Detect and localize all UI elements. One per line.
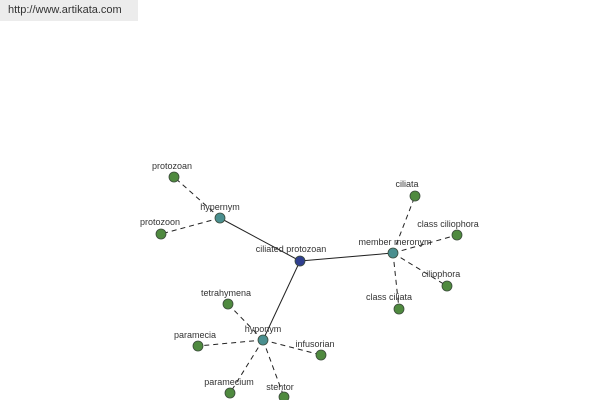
label-paramecia[interactable]: paramecia (174, 330, 216, 340)
edge-root-member-meronym (299, 252, 394, 262)
edge-meronym-class-ciliophora (392, 234, 458, 254)
label-hyponym[interactable]: hyponym (245, 324, 282, 334)
label-stentor[interactable]: stentor (266, 382, 294, 392)
url-bar: http://www.artikata.com (0, 0, 138, 21)
edge-root-hyponym (262, 260, 301, 341)
edge-hypernym-protozoan (173, 176, 221, 219)
edge-meronym-class-ciliata (392, 252, 400, 310)
edge-hypernym-protozoon (160, 217, 221, 235)
label-infusorian[interactable]: infusorian (295, 339, 334, 349)
label-hypernym[interactable]: hypernym (200, 202, 240, 212)
node-tetrahymena[interactable] (222, 298, 234, 310)
label-ciliated-protozoan[interactable]: ciliated protozoan (256, 244, 327, 254)
edge-hyponym-stentor (262, 339, 285, 398)
label-tetrahymena[interactable]: tetrahymena (201, 288, 251, 298)
label-paramecium[interactable]: paramecium (204, 377, 254, 387)
edge-meronym-ciliophora (392, 252, 448, 287)
label-class-ciliophora[interactable]: class ciliophora (417, 219, 479, 229)
edge-hyponym-tetrahymena (227, 303, 264, 341)
edge-hyponym-paramecium (229, 339, 264, 394)
node-member-meronym[interactable] (387, 247, 399, 259)
label-protozoon[interactable]: protozoon (140, 217, 180, 227)
site-url-link[interactable]: http://www.artikata.com (8, 4, 122, 16)
label-ciliata[interactable]: ciliata (395, 179, 418, 189)
node-stentor[interactable] (278, 391, 290, 400)
node-class-ciliophora[interactable] (451, 229, 463, 241)
node-paramecia[interactable] (192, 340, 204, 352)
edge-hyponym-infusorian (262, 339, 322, 356)
node-ciliophora[interactable] (441, 280, 453, 292)
node-ciliata[interactable] (409, 190, 421, 202)
edge-root-hypernym (219, 217, 301, 262)
node-hypernym[interactable] (214, 212, 226, 224)
node-ciliated-protozoan[interactable] (294, 255, 306, 267)
node-hyponym[interactable] (257, 334, 269, 346)
edge-hyponym-paramecia (197, 339, 264, 347)
edge-meronym-ciliata (392, 195, 416, 254)
label-protozoan[interactable]: protozoan (152, 161, 192, 171)
node-protozoan[interactable] (168, 171, 180, 183)
node-infusorian[interactable] (315, 349, 327, 361)
node-protozoon[interactable] (155, 228, 167, 240)
node-class-ciliata[interactable] (393, 303, 405, 315)
label-member-meronym[interactable]: member meronym (358, 237, 431, 247)
label-ciliophora[interactable]: ciliophora (422, 269, 461, 279)
label-class-ciliata[interactable]: class ciliata (366, 292, 412, 302)
node-paramecium[interactable] (224, 387, 236, 399)
